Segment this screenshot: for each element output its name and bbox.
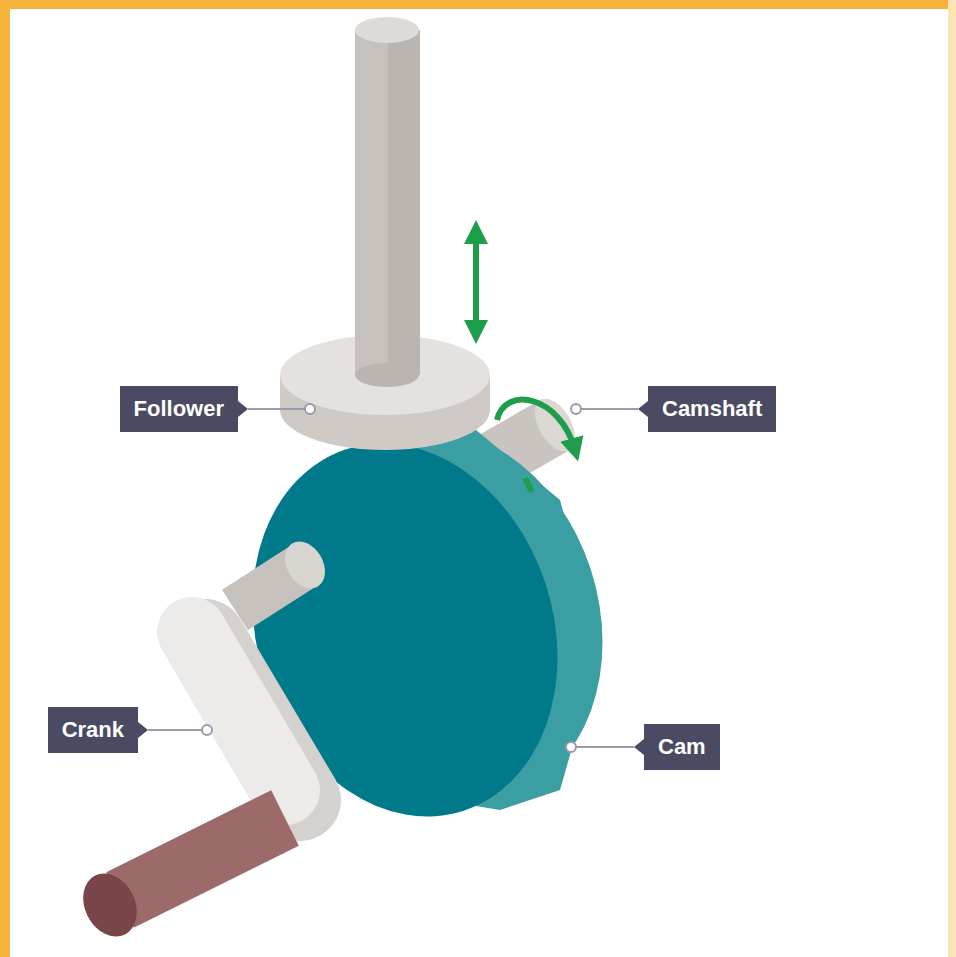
part-label: Camshaft xyxy=(648,386,776,432)
part-label: Crank xyxy=(48,707,138,753)
follower xyxy=(280,17,490,450)
rotation-arrow-tail xyxy=(525,478,532,492)
frame-top xyxy=(0,0,956,9)
crank xyxy=(192,632,300,800)
crank-handle xyxy=(73,818,285,946)
frame-right xyxy=(948,0,956,957)
reciprocating-arrow xyxy=(473,232,479,332)
frame-left xyxy=(0,0,10,957)
part-label: Follower xyxy=(120,386,238,432)
leader-lines xyxy=(148,404,638,752)
rotation-arrow xyxy=(497,400,575,450)
part-label: Cam xyxy=(644,724,720,770)
crank-shaft xyxy=(235,534,333,610)
